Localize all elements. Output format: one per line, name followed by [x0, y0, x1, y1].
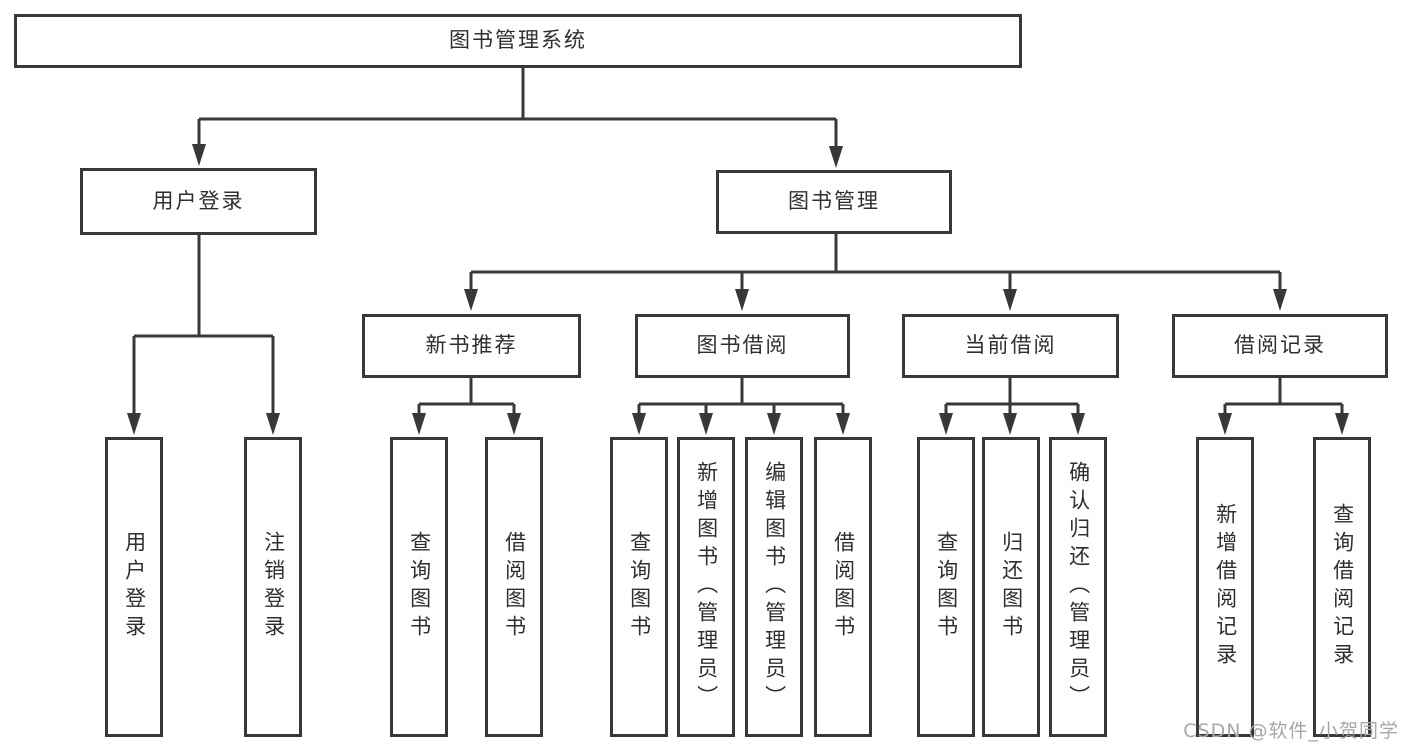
arrowhead: [412, 413, 426, 435]
arrowhead: [939, 413, 953, 435]
arrowhead: [464, 289, 478, 311]
arrowhead: [767, 413, 781, 435]
leaf-user-login: 用户登录: [105, 437, 163, 737]
leaf-add-book-admin: 新增图书（管理员）: [677, 437, 735, 737]
leaf-borrow-books-recommend: 借阅图书: [485, 437, 543, 737]
node-new-book-recommend: 新书推荐: [362, 314, 581, 378]
node-library-system: 图书管理系统: [14, 14, 1022, 68]
leaf-query-books-current: 查询图书: [917, 437, 975, 737]
edges-current-borrowing-branch: [939, 378, 1085, 435]
leaf-query-books-recommend: 查询图书: [390, 437, 448, 737]
arrowhead: [1273, 289, 1287, 311]
leaf-query-borrow-record: 查询借阅记录: [1313, 437, 1371, 737]
leaf-borrow-books-borrowing: 借阅图书: [814, 437, 872, 737]
arrowhead: [735, 289, 749, 311]
node-current-borrowing: 当前借阅: [902, 314, 1119, 378]
arrowhead: [1218, 413, 1232, 435]
watermark-text: CSDN @软件_小贺同学: [1183, 720, 1399, 742]
edges-new-book-recommend-branch: [412, 378, 521, 435]
node-borrowing-records: 借阅记录: [1172, 314, 1388, 378]
arrowhead: [1003, 413, 1017, 435]
node-book-management: 图书管理: [716, 170, 952, 234]
arrowhead: [1071, 413, 1085, 435]
node-book-borrowing: 图书借阅: [635, 314, 850, 378]
arrowhead: [836, 413, 850, 435]
arrowhead: [632, 413, 646, 435]
edges-root-to-level2: [192, 68, 843, 168]
leaf-return-book: 归还图书: [982, 437, 1040, 737]
leaf-query-books-borrowing: 查询图书: [610, 437, 668, 737]
arrowhead: [192, 144, 206, 166]
arrowhead: [507, 413, 521, 435]
leaf-edit-book-admin: 编辑图书（管理员）: [745, 437, 803, 737]
arrowhead: [829, 146, 843, 168]
node-user-login: 用户登录: [80, 168, 317, 235]
leaf-logout: 注销登录: [244, 437, 302, 737]
arrowhead: [1003, 289, 1017, 311]
arrowhead: [699, 413, 713, 435]
edges-user-login-branch: [127, 235, 280, 435]
leaf-add-borrow-record: 新增借阅记录: [1196, 437, 1254, 737]
edges-borrowing-records-branch: [1218, 378, 1349, 435]
edges-book-borrowing-branch: [632, 378, 850, 435]
leaf-confirm-return-admin: 确认归还（管理员）: [1049, 437, 1107, 737]
arrowhead: [266, 413, 280, 435]
arrowhead: [1335, 413, 1349, 435]
arrowhead: [127, 413, 141, 435]
edges-book-management-to-level3: [464, 234, 1287, 311]
